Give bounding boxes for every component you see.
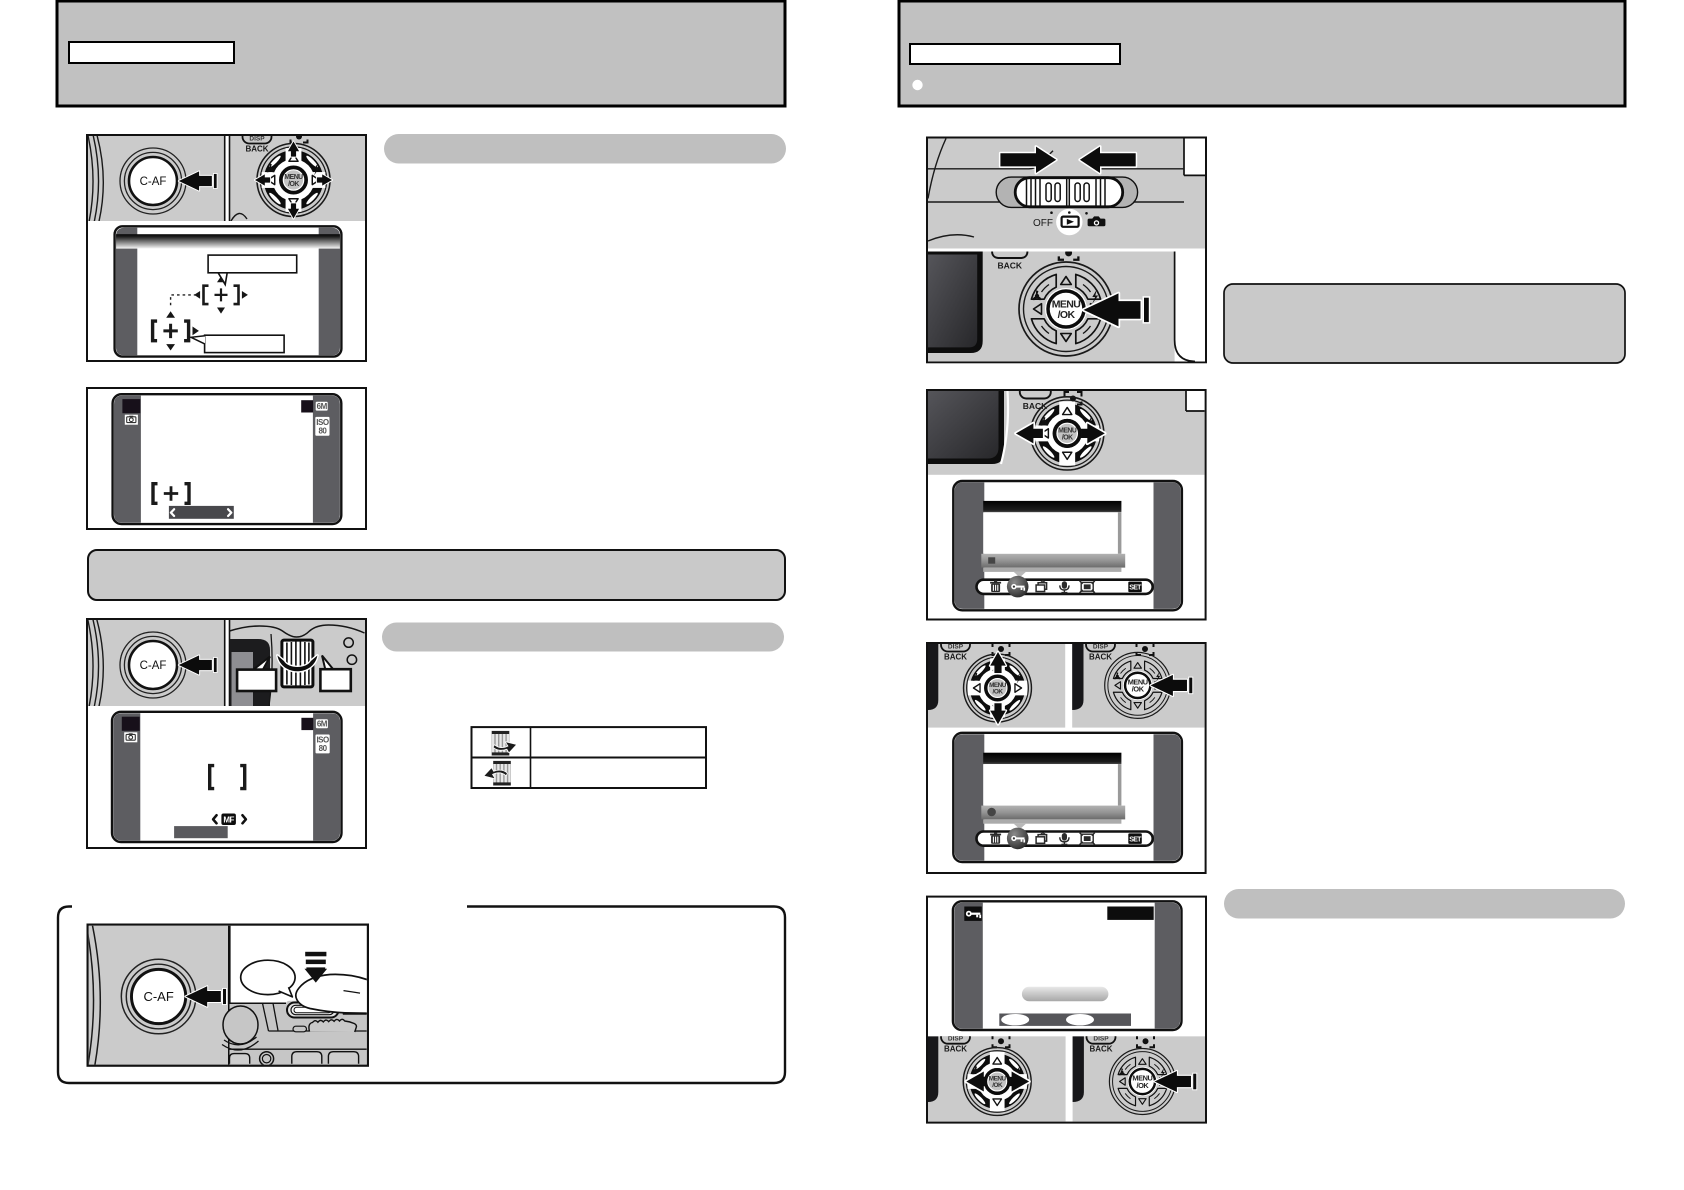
svg-text:OFF: OFF bbox=[1033, 218, 1053, 229]
svg-text:6M: 6M bbox=[317, 720, 328, 729]
svg-text:6M: 6M bbox=[317, 402, 328, 411]
svg-text:ISO: ISO bbox=[316, 418, 329, 427]
svg-text:ISO: ISO bbox=[316, 736, 329, 745]
svg-text:MF: MF bbox=[223, 816, 234, 825]
svg-text:BACK: BACK bbox=[998, 261, 1023, 271]
svg-text:80: 80 bbox=[318, 427, 327, 436]
svg-text:BACK: BACK bbox=[1023, 401, 1048, 411]
svg-text:80: 80 bbox=[319, 744, 328, 753]
